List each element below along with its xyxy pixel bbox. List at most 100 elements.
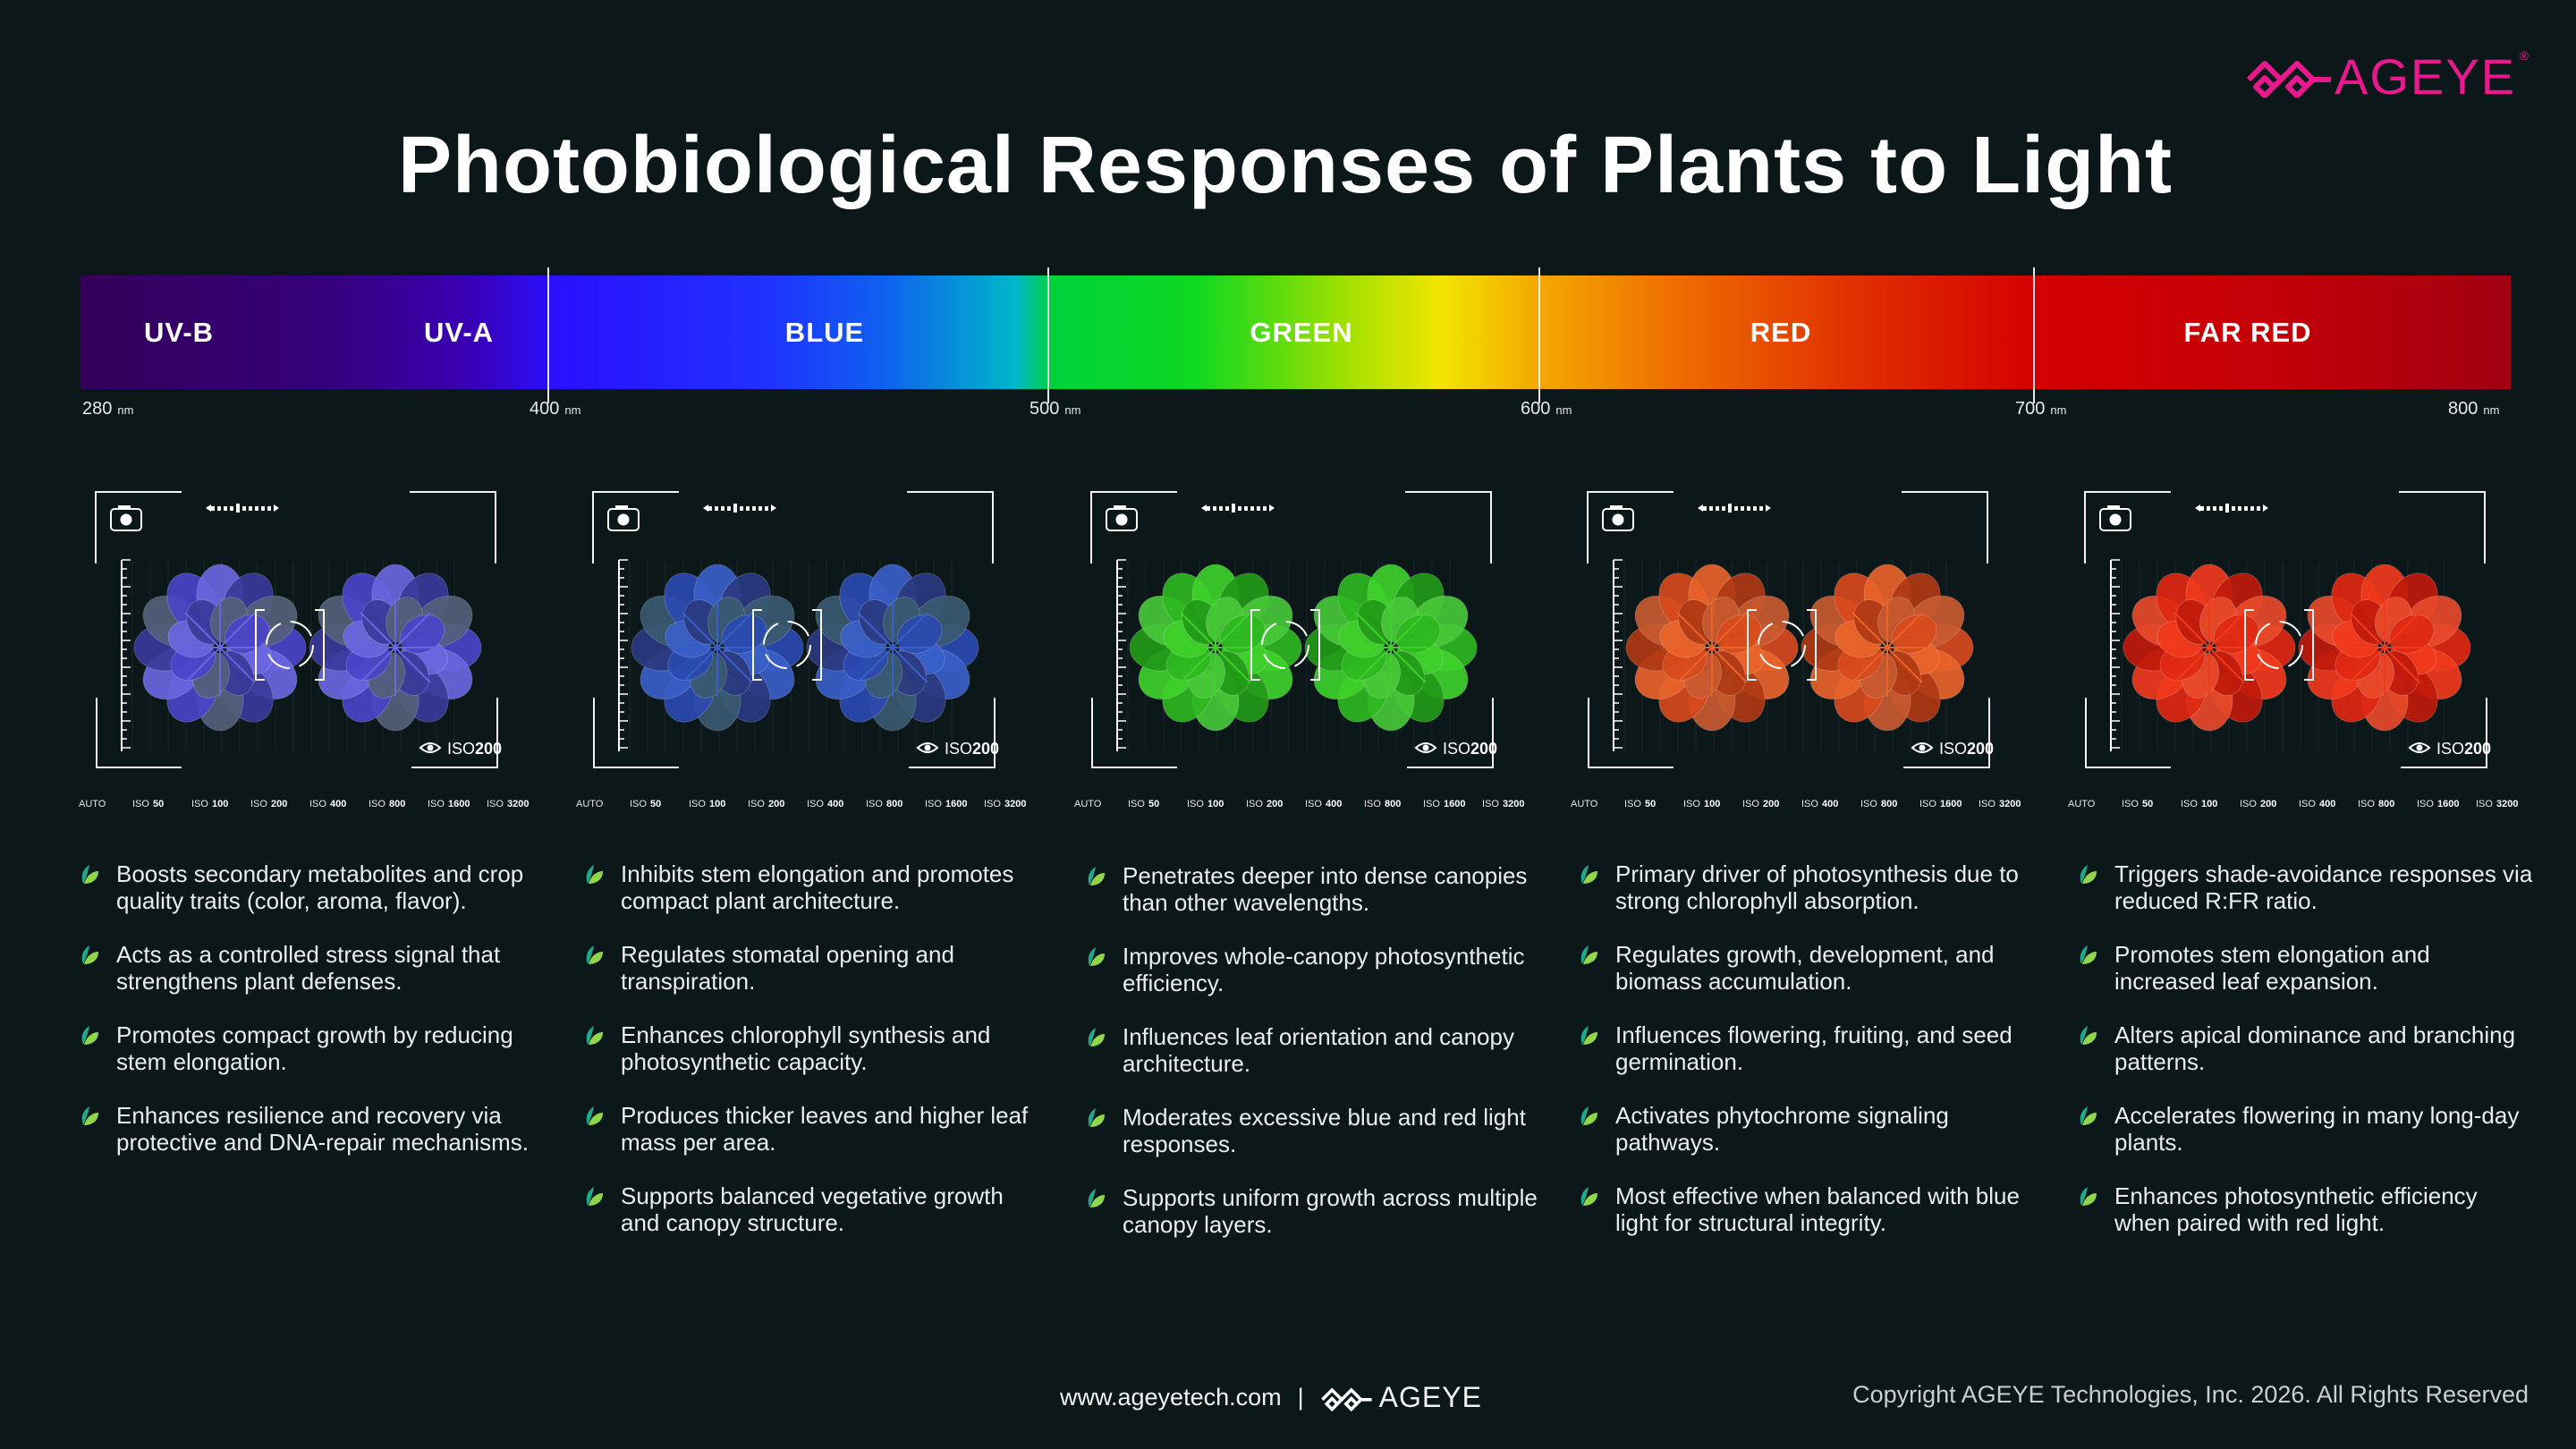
stem — [857, 647, 894, 683]
iso-scale-value: 400 — [1822, 799, 1838, 809]
iso-scale-label: ISO — [2181, 799, 2198, 809]
list-item: Supports balanced vegetative growth and … — [586, 1182, 1041, 1236]
iso-scale-label: ISO — [1187, 799, 1204, 809]
list-item: Influences leaf orientation and canopy a… — [1088, 1023, 1543, 1077]
ageye-logo-mark-icon — [2246, 61, 2331, 97]
band-blue: BLUE — [784, 317, 865, 348]
list-item: Promotes compact growth by reducing stem… — [81, 1021, 537, 1075]
stem — [1886, 647, 1923, 683]
leaf-bullet-icon — [1580, 865, 1597, 884]
stem — [184, 612, 221, 648]
stem — [1215, 647, 1251, 683]
list-item: Activates phytochrome signaling pathways… — [1580, 1102, 2036, 1156]
stem — [1676, 612, 1713, 648]
leaf-bullet-icon — [586, 1187, 603, 1206]
tick-value: 800 — [2448, 399, 2479, 419]
registered-mark: ® — [2519, 48, 2529, 63]
iso-scale-value: 3200 — [2496, 799, 2518, 809]
iso-scale-label: ISO — [689, 799, 706, 809]
list-item: Enhances resilience and recovery via pro… — [81, 1102, 537, 1156]
stem — [2208, 647, 2245, 683]
response-list: Penetrates deeper into dense canopies th… — [1088, 862, 1543, 1265]
iso-scale-value: 400 — [1326, 799, 1342, 809]
bullet-text: Boosts secondary metabolites and crop qu… — [116, 860, 524, 914]
iso-scale-label: ISO — [1683, 799, 1700, 809]
stem — [1711, 612, 1748, 648]
iso-scale-value: 1600 — [945, 799, 967, 809]
list-item: Penetrates deeper into dense canopies th… — [1088, 862, 1543, 916]
iso-scale-value: 50 — [650, 799, 661, 809]
iso-scale-value: 800 — [2378, 799, 2394, 809]
iso-scale-label: ISO — [748, 799, 765, 809]
iso-label: ISO — [1443, 740, 1470, 758]
iso-scale-label: ISO — [1482, 799, 1499, 809]
stem — [1390, 612, 1427, 648]
list-item: Alters apical dominance and branching pa… — [2080, 1021, 2535, 1075]
stem — [2349, 612, 2385, 648]
bullet-text: Enhances chlorophyll synthesis and photo… — [621, 1021, 991, 1075]
footer-brand: www.ageyetech.com | AGEYE — [1060, 1381, 1482, 1414]
iso-scale-label: ISO — [984, 799, 1001, 809]
response-list: Triggers shade-avoidance responses via r… — [2080, 860, 2535, 1263]
iso-scale-label: ISO — [1860, 799, 1877, 809]
iso-scale-value: 3200 — [1999, 799, 2021, 809]
plant-image — [133, 564, 482, 732]
page-title: Photobiological Responses of Plants to L… — [397, 121, 2174, 210]
exposure-slider-icon — [1201, 504, 1275, 513]
iso-scale-label: ISO — [925, 799, 942, 809]
iso-scale-label: ISO — [2299, 799, 2316, 809]
stem — [1215, 612, 1251, 648]
iso-label: ISO — [2436, 740, 2464, 758]
iso-scale-auto: AUTO — [1571, 799, 1598, 809]
bullet-text: Triggers shade-avoidance responses via r… — [2114, 860, 2533, 914]
tick-value: 400 — [530, 399, 560, 419]
divider-500 — [1047, 267, 1049, 403]
bullet-text: Inhibits stem elongation and promotes co… — [621, 860, 1014, 914]
iso-scale-label: ISO — [428, 799, 445, 809]
leaf-bullet-icon — [1088, 947, 1105, 966]
iso-scale-value: 200 — [1267, 799, 1283, 809]
camera-icon — [1602, 505, 1634, 531]
tick-unit: nm — [1064, 403, 1081, 417]
iso-scale-label: ISO — [2122, 799, 2139, 809]
stem — [716, 647, 753, 683]
bullet-text: Influences leaf orientation and canopy a… — [1123, 1023, 1514, 1077]
camera-icon — [1106, 505, 1138, 531]
tick-value: 600 — [1521, 399, 1551, 419]
leaf-bullet-icon — [2080, 1106, 2097, 1125]
website-link[interactable]: www.ageyetech.com — [1060, 1384, 1282, 1411]
leaf-bullet-icon — [1580, 1187, 1597, 1206]
light-spectrum-bar: UV-B UV-A BLUE GREEN RED FAR RED — [80, 275, 2511, 389]
iso-label: ISO — [1939, 740, 1967, 758]
eye-icon — [1911, 742, 1934, 753]
leaf-bullet-icon — [1088, 867, 1105, 886]
iso-scale-value: 100 — [212, 799, 228, 809]
leaf-bullet-icon — [1580, 1106, 1597, 1125]
iso-scale-label: ISO — [2476, 799, 2493, 809]
iso-scale-value: 1600 — [1444, 799, 1465, 809]
iso-scale-label: ISO — [1979, 799, 1996, 809]
bullet-text: Accelerates flowering in many long-day p… — [2114, 1102, 2520, 1156]
iso-scale-label: ISO — [1624, 799, 1641, 809]
leaf-bullet-icon — [1580, 1026, 1597, 1045]
iso-scale-label: ISO — [369, 799, 386, 809]
bullet-text: Enhances resilience and recovery via pro… — [116, 1102, 529, 1156]
iso-scale-value: 100 — [1208, 799, 1224, 809]
iso-scale-label: ISO — [1128, 799, 1145, 809]
leaf-bullet-icon — [2080, 1026, 2097, 1045]
footer-logo-mark-icon — [1320, 1386, 1372, 1411]
bullet-text: Alters apical dominance and branching pa… — [2114, 1021, 2516, 1075]
iso-scale-value: 3200 — [507, 799, 529, 809]
iso-scale-value: 50 — [1148, 799, 1159, 809]
iso-scale-value: 200 — [2260, 799, 2276, 809]
response-list: Boosts secondary metabolites and crop qu… — [81, 860, 537, 1182]
stem — [1852, 647, 1888, 683]
